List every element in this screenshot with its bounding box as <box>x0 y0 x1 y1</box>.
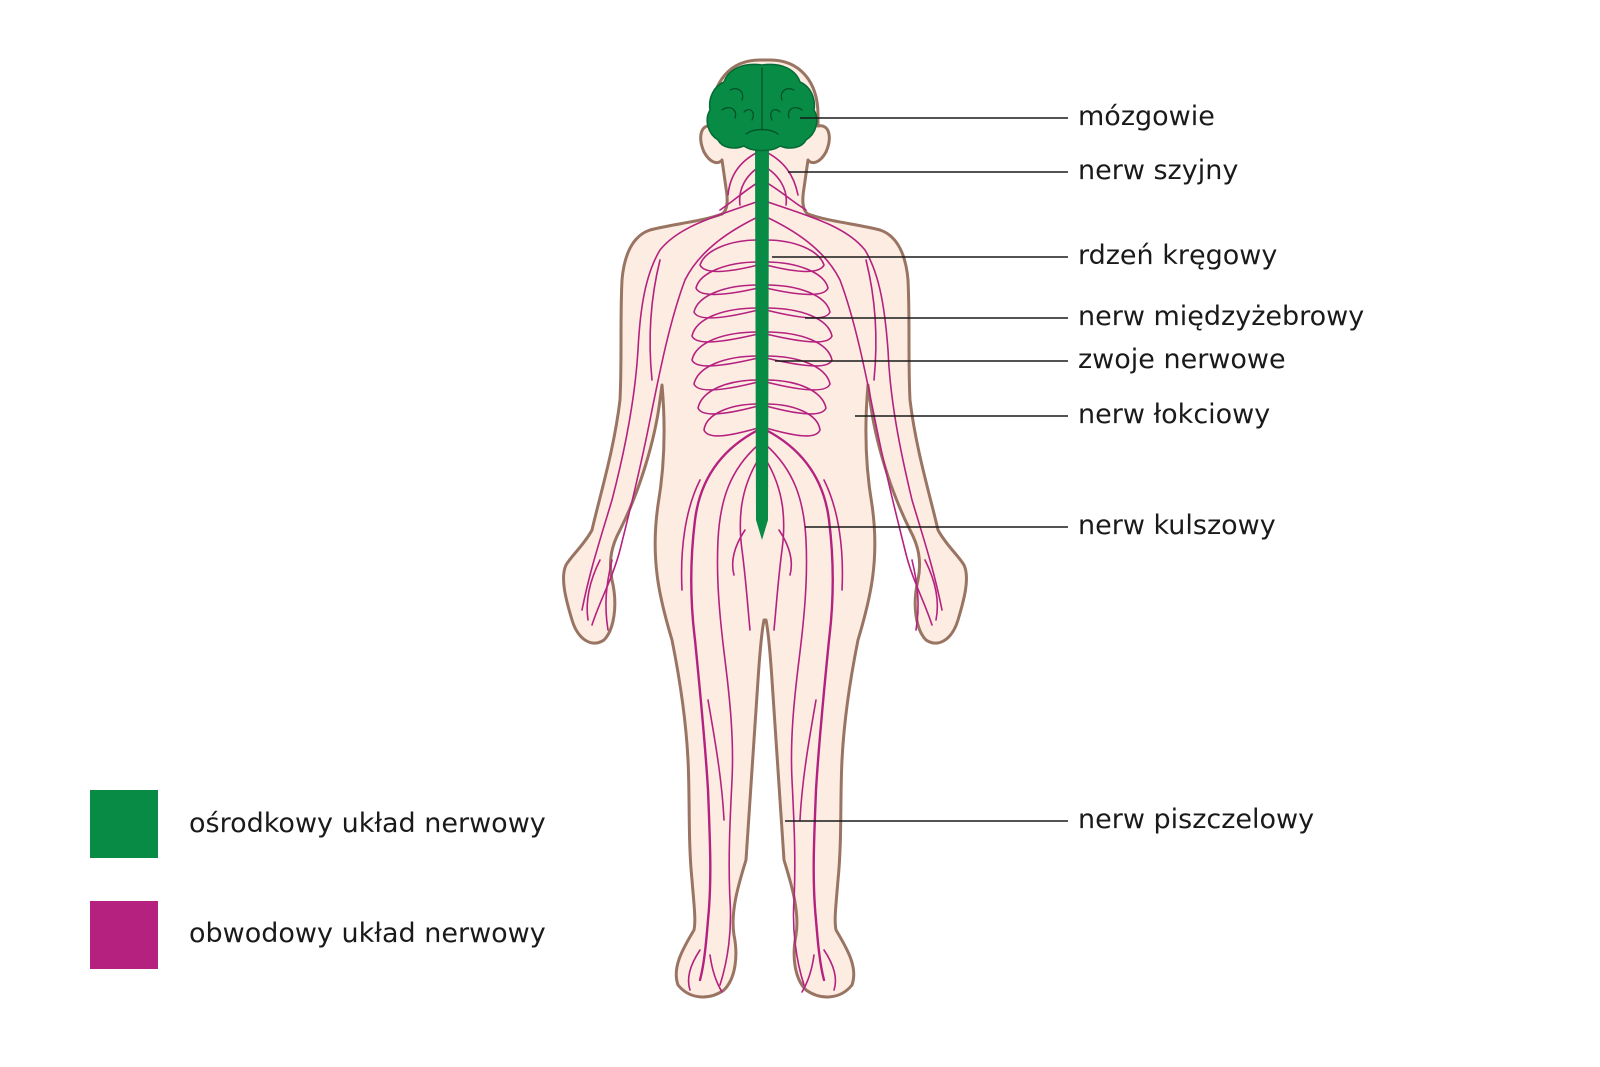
label-spinal-cord: rdzeń kręgowy <box>1078 240 1278 271</box>
brain-folds <box>721 67 803 135</box>
label-ganglia: zwoje nerwowe <box>1078 344 1286 375</box>
label-sciatic-nerve: nerw kulszowy <box>1078 510 1276 541</box>
label-intercostal-nerve: nerw międzyżebrowy <box>1078 301 1365 332</box>
label-tibial-nerve: nerw piszczelowy <box>1078 804 1315 835</box>
label-ulnar-nerve: nerw łokciowy <box>1078 399 1271 430</box>
label-brain: mózgowie <box>1078 101 1215 132</box>
legend-peripheral-label: obwodowy układ nerwowy <box>189 918 546 949</box>
spinal-cord <box>755 140 769 540</box>
label-cervical-nerve: nerw szyjny <box>1078 155 1239 186</box>
central-nervous-system <box>706 63 818 540</box>
legend-central-swatch-icon <box>90 790 158 858</box>
legend-central-label: ośrodkowy układ nerwowy <box>189 808 546 839</box>
legend-peripheral-swatch-icon <box>90 901 158 969</box>
leader-lines <box>772 117 1068 822</box>
